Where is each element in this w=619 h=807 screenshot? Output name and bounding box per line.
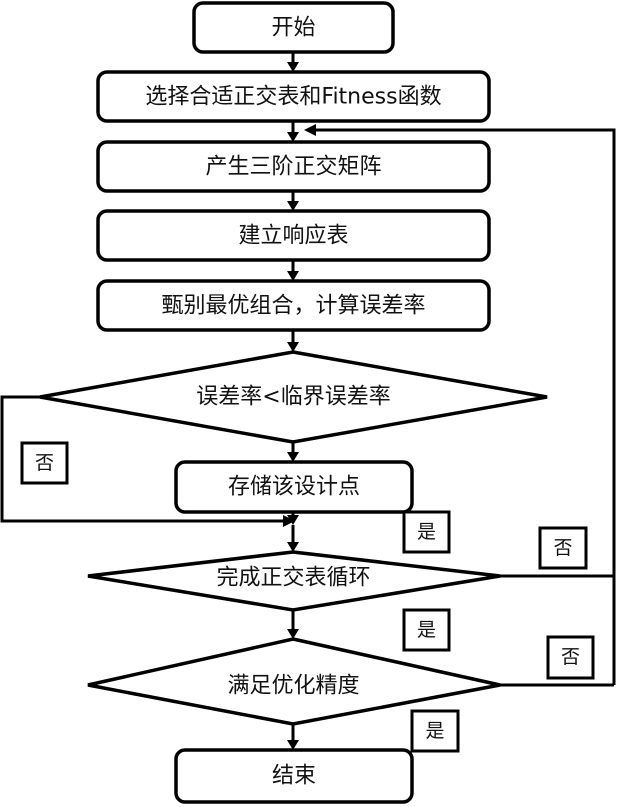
node-decision-error-label: 误差率<临界误差率 — [196, 385, 390, 410]
node-end-label: 结束 — [272, 764, 316, 789]
label-box-yes-3: 是 — [410, 709, 460, 753]
node-decision-precision-label: 满足优化精度 — [227, 674, 359, 699]
node-decision-error: 误差率<临界误差率 — [39, 350, 548, 444]
label-yes-3: 是 — [425, 720, 444, 742]
label-no-1: 否 — [35, 452, 54, 474]
edges — [0, 52, 616, 750]
node-select: 选择合适正交表和Fitness函数 — [96, 70, 491, 123]
label-box-no-2: 否 — [538, 526, 588, 570]
node-identify-label: 甄别最优组合，计算误差率 — [161, 294, 425, 319]
arrow-loop-back — [304, 124, 316, 136]
arrow-to-end — [287, 740, 299, 750]
node-response: 建立响应表 — [96, 209, 491, 262]
label-box-yes-1: 是 — [402, 510, 451, 554]
node-decision-precision: 满足优化精度 — [87, 637, 501, 726]
edge-loop-back — [312, 128, 616, 578]
node-generate: 产生三阶正交矩阵 — [96, 140, 491, 193]
node-end: 结束 — [174, 748, 414, 804]
node-store-label: 存储该设计点 — [228, 475, 360, 500]
node-start-label: 开始 — [271, 16, 315, 41]
node-generate-label: 产生三阶正交矩阵 — [205, 155, 381, 180]
arrow-to-identify — [287, 271, 299, 281]
arrow-to-store — [287, 452, 299, 462]
label-yes-1: 是 — [417, 521, 436, 543]
node-select-label: 选择合适正交表和Fitness函数 — [145, 85, 441, 110]
edge-error-no-bypass — [0, 395, 285, 523]
node-start: 开始 — [192, 1, 395, 54]
arrow-bypass-join — [283, 515, 295, 527]
label-yes-2: 是 — [417, 619, 436, 641]
arrow-to-decision-error — [287, 342, 299, 352]
arrow-to-response — [287, 201, 299, 211]
node-decision-loop: 完成正交表循环 — [87, 550, 501, 612]
node-decision-loop-label: 完成正交表循环 — [216, 566, 370, 591]
arrow-to-generate — [287, 132, 299, 142]
node-store: 存储该设计点 — [174, 460, 414, 514]
label-box-yes-2: 是 — [402, 608, 451, 652]
arrow-to-decision-precision — [287, 629, 299, 639]
node-identify: 甄别最优组合，计算误差率 — [96, 279, 491, 332]
label-no-3: 否 — [561, 646, 580, 668]
label-no-2: 否 — [553, 537, 572, 559]
node-response-label: 建立响应表 — [238, 224, 348, 249]
label-box-no-3: 否 — [546, 635, 595, 680]
arrow-to-select — [287, 62, 299, 72]
arrow-to-decision-loop — [287, 542, 299, 552]
label-box-no-1: 否 — [20, 441, 69, 485]
